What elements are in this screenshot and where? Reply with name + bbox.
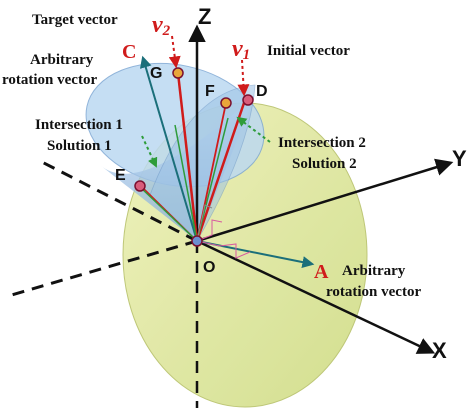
x-axis <box>196 239 436 354</box>
intersection1-line2: Solution 1 <box>47 138 112 154</box>
label-g: G <box>150 65 162 82</box>
target-vector-label: Target vector <box>32 12 118 28</box>
helper-path-3 <box>196 204 213 242</box>
green-line-center <box>174 124 198 242</box>
axis-z-label: Z <box>198 4 211 29</box>
label-c: C <box>122 41 136 63</box>
green-line-e <box>139 186 198 242</box>
label-o: O <box>203 259 215 276</box>
arbitrary-bottom-line1: Arbitrary <box>342 263 406 279</box>
label-v1: v1 <box>232 36 250 63</box>
vector-v2 <box>176 72 199 242</box>
vector-c <box>139 55 198 242</box>
helper-path-2 <box>196 240 251 259</box>
intersection2-line2: Solution 2 <box>292 156 357 172</box>
axis-x-label: X <box>432 338 447 363</box>
helper-path-1 <box>196 219 223 242</box>
point-f <box>220 97 232 109</box>
arbitrary-top-line1: Arbitrary <box>30 52 94 68</box>
point-g <box>172 67 184 79</box>
label-f: F <box>205 83 215 100</box>
label-d: D <box>256 83 268 100</box>
label-a: A <box>314 261 329 283</box>
solution-cone <box>149 84 256 242</box>
x-axis-negative <box>7 239 198 298</box>
axis-y-label: Y <box>452 146 467 171</box>
v2-leader <box>168 35 181 69</box>
initial-vector-label: Initial vector <box>267 43 350 59</box>
intersection2-leader <box>236 116 271 143</box>
green-line-f <box>196 117 229 242</box>
y-axis-negative <box>37 158 198 243</box>
point-o <box>191 235 203 247</box>
label-e: E <box>115 167 126 184</box>
y-axis <box>196 158 454 243</box>
arbitrary-bottom-line2: rotation vector <box>326 284 421 300</box>
intersection2-line1: Intersection 2 <box>278 135 366 151</box>
label-v2: v2 <box>152 12 171 39</box>
point-e <box>134 180 146 192</box>
point-d <box>242 94 254 106</box>
intersection1-line1: Intersection 1 <box>35 117 123 133</box>
arbitrary-top-line2: rotation vector <box>2 72 97 88</box>
